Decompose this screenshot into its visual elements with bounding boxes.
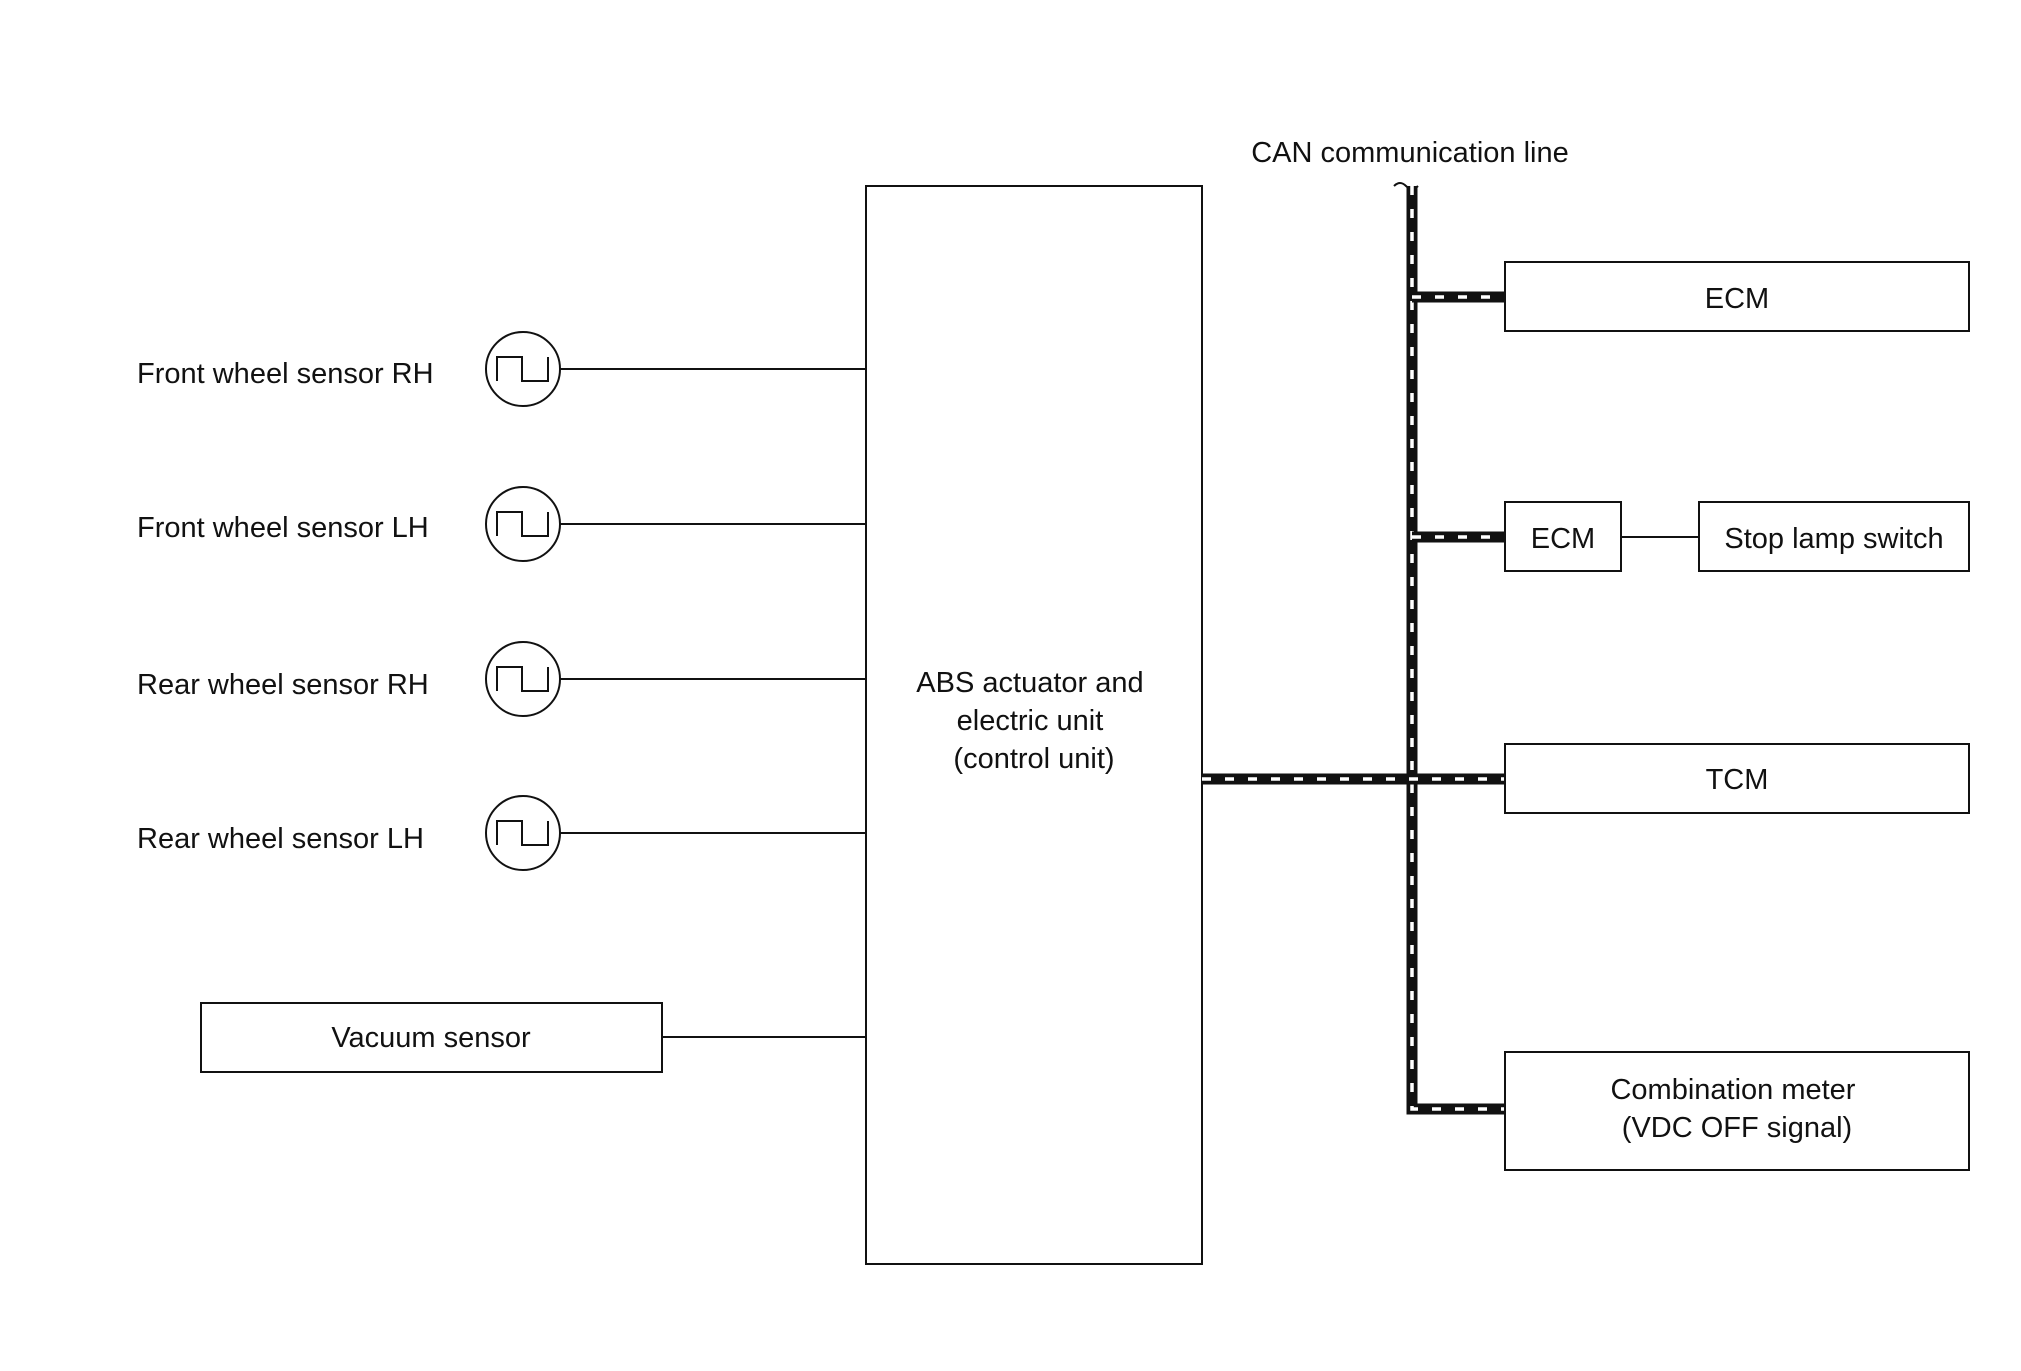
square-wave-icon [496,666,549,692]
wheel-sensor-rear-rh: Rear wheel sensor RH [137,641,866,717]
can-bus [1202,186,1505,1115]
sensor-label: Rear wheel sensor RH [137,669,429,701]
can-bus-label: CAN communication line [1251,137,1569,169]
control-unit-line-2: electric unit [957,705,1104,737]
sensor-label: Front wheel sensor RH [137,358,434,390]
combination-meter-line-2: (VDC OFF signal) [1622,1112,1852,1144]
wheel-sensor-rear-lh: Rear wheel sensor LH [137,795,866,871]
ecm-mid-label: ECM [1531,523,1595,555]
vacuum-sensor-box [200,1002,663,1073]
ecm-top-box [1504,261,1970,332]
wheel-sensor-front-lh: Front wheel sensor LH [137,486,866,562]
tcm-node: TCM [1504,743,1970,814]
tcm-label: TCM [1706,764,1769,796]
ecm-mid-box [1504,501,1622,572]
square-wave-icon [496,511,549,537]
combination-meter-node: Combination meter (VDC OFF signal) [1504,1051,1970,1171]
ecm-top-node: ECM [1504,261,1970,332]
sensor-label: Rear wheel sensor LH [137,823,424,855]
vacuum-sensor-label: Vacuum sensor [331,1022,531,1054]
control-unit-line-1: ABS actuator and [916,667,1143,699]
abs-control-unit-label: ABS actuator and electric unit (control … [916,667,1151,775]
stop-lamp-switch-label: Stop lamp switch [1724,523,1943,555]
stop-lamp-switch-box [1698,501,1970,572]
sensor-label: Front wheel sensor LH [137,512,429,544]
control-unit-line-3: (control unit) [953,743,1114,775]
combination-meter-line-1: Combination meter [1610,1074,1855,1106]
tcm-box [1504,743,1970,814]
vacuum-sensor: Vacuum sensor [200,1002,866,1073]
ecm-top-label: ECM [1705,283,1769,315]
wheel-sensor-front-rh: Front wheel sensor RH [137,331,866,407]
ecm-mid-node: ECM Stop lamp switch [1504,501,1970,572]
can-bus-trunk [1406,186,1505,1115]
square-wave-icon [496,356,549,382]
combination-meter-label: Combination meter (VDC OFF signal) [1610,1074,1863,1144]
combination-meter-box [1504,1051,1970,1171]
abs-control-unit-box [865,185,1203,1265]
square-wave-icon [496,820,549,846]
